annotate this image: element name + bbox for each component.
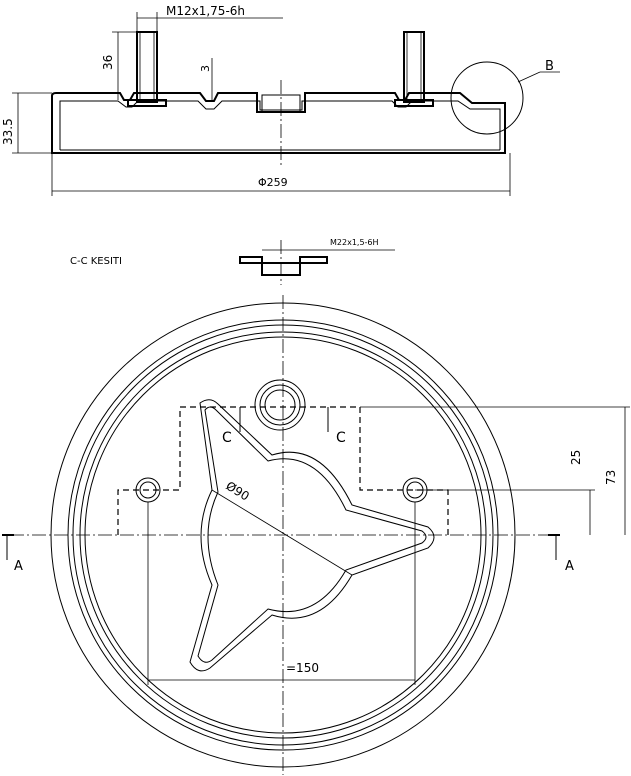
detail-b-circle [450,61,524,135]
nut-mid-circle [259,384,301,426]
section-c-c: C-C KESITI M22x1,5-6H [70,238,395,285]
stud-hole-left-inner [139,481,157,499]
stud-left [136,31,158,103]
section-a-left-label: A [14,559,23,574]
section-a-right-label: A [565,559,574,574]
dim-25-label: 25 [569,450,583,465]
side-view: M12x1,75-6h 36 3 33.5 Φ259 B [1,4,560,196]
outer-diameter-label: Φ259 [258,176,288,189]
height-label: 33.5 [1,118,15,145]
thread-nut-label: M22x1,5-6H [330,238,379,247]
detail-b-label: B [545,59,554,74]
detail-b-leader [517,71,541,83]
stud-right [403,31,425,103]
hole-spacing-label: =150 [286,661,319,675]
dim-73-label: 73 [604,470,618,485]
plate-inner [59,100,501,150]
cutting-plane-path [117,406,449,535]
section-c-left-label: C [222,430,232,446]
stud-left-head [127,99,167,107]
recess-outline [189,399,435,672]
section-nut-profile [239,256,328,276]
plan-view: A A C C Ø90 25 73 [2,295,630,775]
nut-inner-circle [264,389,296,421]
plate-outline [51,92,506,154]
section-title: C-C KESITI [70,256,122,267]
stud-right-head [394,99,434,107]
recess-inner-outline [197,406,427,663]
depth-label: 3 [199,65,212,72]
stud-height-label: 36 [101,55,115,70]
nut-outer-circle [254,379,306,431]
section-c-right-label: C [336,430,346,446]
thread-stud-label: M12x1,75-6h [166,4,245,18]
dim-line-90 [211,489,353,576]
